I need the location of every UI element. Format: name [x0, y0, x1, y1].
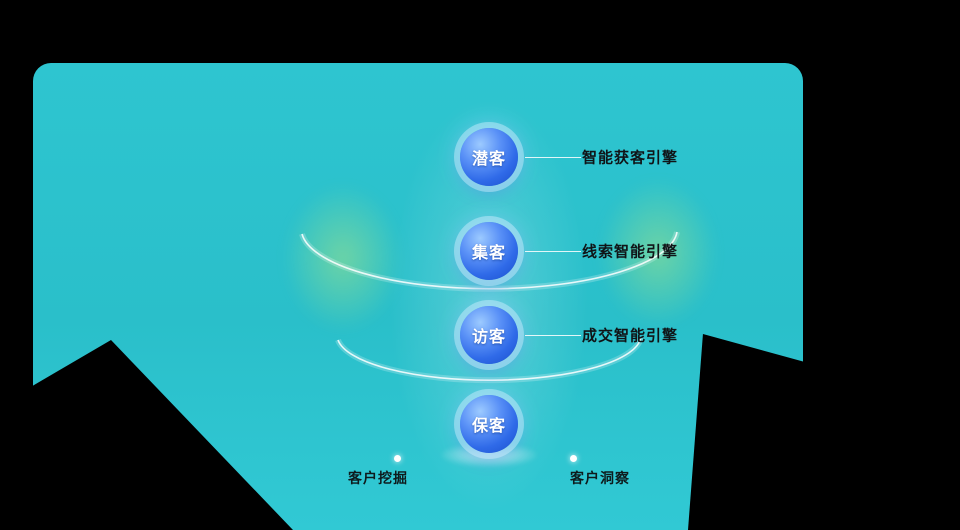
dot-icon: [394, 455, 401, 462]
engine-label-acquisition: 智能获客引擎: [582, 149, 679, 167]
node-label: 保客: [471, 418, 506, 435]
bottom-item-label: 客户洞察: [570, 470, 630, 486]
funnel-row-retained: 保客: [33, 395, 803, 453]
dark-wedge-right: [688, 334, 803, 530]
node-label: 集客: [471, 245, 506, 262]
connector-line: [525, 251, 581, 252]
connector-line: [525, 157, 581, 158]
funnel-node-gathered-customers: 集客: [460, 222, 518, 280]
node-label: 访客: [471, 329, 506, 346]
funnel-row-gathered: 集客 线索智能引擎: [33, 222, 803, 280]
engine-label-deals: 成交智能引擎: [582, 327, 679, 345]
engine-label-leads: 线索智能引擎: [582, 243, 679, 261]
funnel-row-potential: 潜客 智能获客引擎: [33, 128, 803, 186]
dot-icon: [570, 455, 577, 462]
node-label: 潜客: [471, 151, 506, 168]
funnel-row-visitor: 访客 成交智能引擎: [33, 306, 803, 364]
funnel-node-retained-customers: 保客: [460, 395, 518, 453]
funnel-node-visitor-customers: 访客: [460, 306, 518, 364]
bottom-item-label: 客户挖掘: [348, 470, 408, 486]
connector-line: [525, 335, 581, 336]
main-panel: 潜客 智能获客引擎 集客 线索智能引擎 访客 成交智能引擎 保客: [33, 63, 803, 530]
funnel-node-potential-customers: 潜客: [460, 128, 518, 186]
